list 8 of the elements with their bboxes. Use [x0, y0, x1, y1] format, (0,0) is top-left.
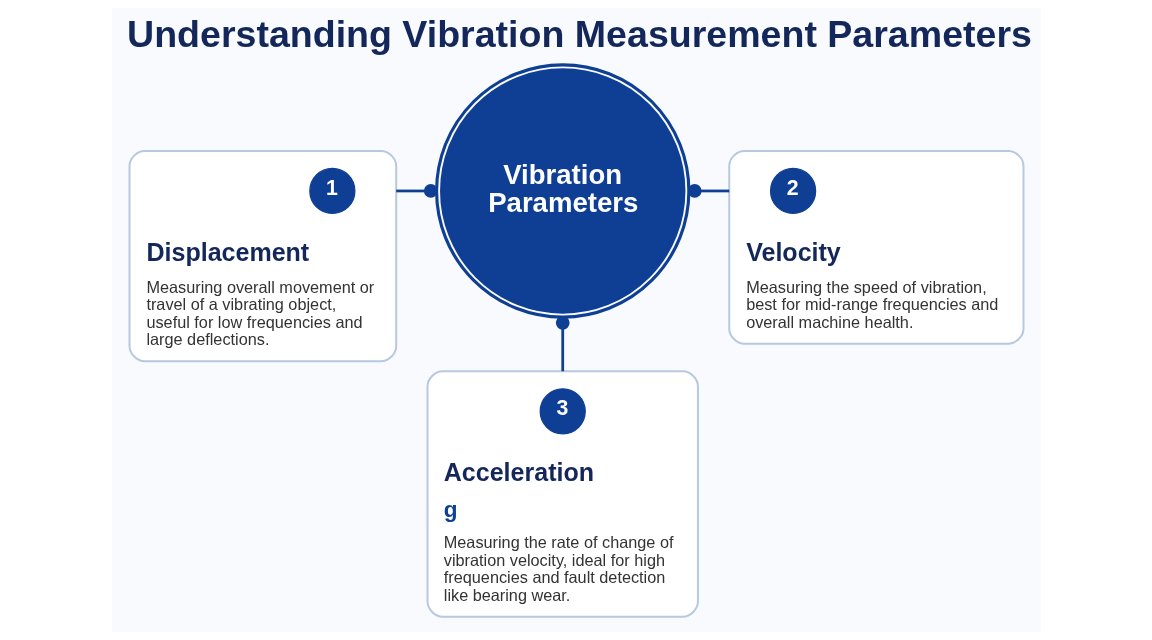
node-circle: 2: [769, 167, 816, 215]
connector: [687, 184, 729, 198]
node-circle: Vibration Parameters: [434, 63, 690, 319]
node-circle: 1: [308, 167, 355, 215]
connector: [555, 316, 570, 372]
connector: [395, 184, 438, 198]
node-circle: 3: [539, 388, 586, 435]
diagram-title: Understanding Vibration Measurement Parameters: [126, 13, 1032, 56]
